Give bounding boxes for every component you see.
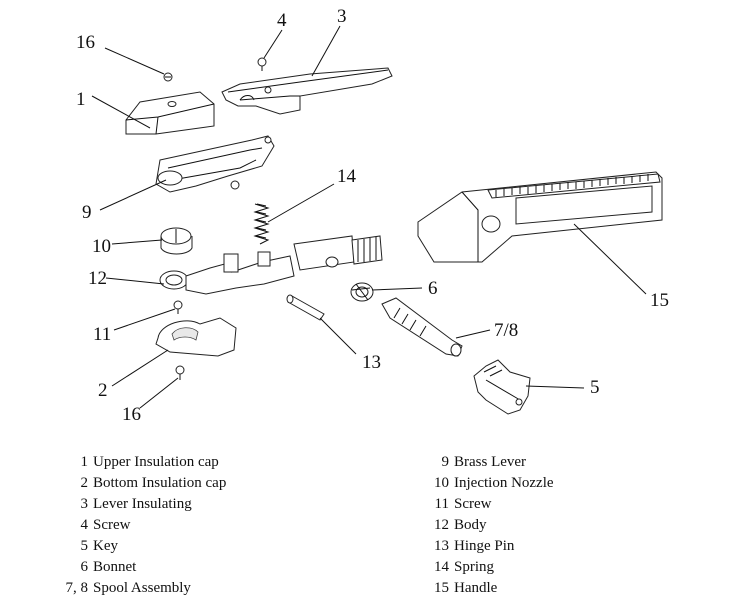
callout-5: 5 <box>590 377 600 398</box>
leader-14 <box>267 183 335 223</box>
part-16-top-screw <box>163 72 173 82</box>
callout-1: 1 <box>76 89 86 110</box>
legend-label: Bonnet <box>93 559 137 575</box>
callout-4: 4 <box>277 10 287 31</box>
leader-3 <box>311 25 341 77</box>
part-9-brass-lever <box>155 135 275 193</box>
legend-number: 12 <box>434 517 449 533</box>
part-15-handle <box>417 171 663 263</box>
part-3-lever-insulating <box>221 67 393 115</box>
legend-label: Key <box>93 538 118 554</box>
part-2-bottom-insulation-cap <box>155 317 237 357</box>
legend-label: Hinge Pin <box>454 538 515 554</box>
callout-11: 11 <box>93 324 111 345</box>
callout-7-8: 7/8 <box>494 320 518 341</box>
legend-number: 7, 8 <box>65 580 89 596</box>
callout-3: 3 <box>337 6 347 27</box>
part-16-bottom-screw <box>175 365 185 380</box>
leader-13 <box>319 317 357 355</box>
legend-item: 14 Spring <box>425 557 554 578</box>
legend-number: 11 <box>434 496 449 512</box>
legend-item: 11 Screw <box>425 494 554 515</box>
leader-5 <box>525 385 585 389</box>
callout-16-bottom: 16 <box>122 404 141 425</box>
leader-10 <box>111 239 163 245</box>
legend-label: Upper Insulation cap <box>93 454 219 470</box>
legend-number: 13 <box>434 538 449 554</box>
legend-number: 3 <box>80 496 89 512</box>
legend-number: 6 <box>80 559 89 575</box>
legend-number: 15 <box>434 580 449 596</box>
legend-label: Spring <box>454 559 495 575</box>
legend-label: Lever Insulating <box>93 496 192 512</box>
legend-item: 12 Body <box>425 515 554 536</box>
legend-label: Spool Assembly <box>93 580 191 596</box>
part-10-injection-nozzle <box>160 227 193 255</box>
callout-6: 6 <box>428 278 438 299</box>
legend-label: Bottom Insulation cap <box>93 475 227 491</box>
legend-number: 2 <box>80 475 89 491</box>
legend-number: 9 <box>441 454 450 470</box>
legend-label: Body <box>454 517 487 533</box>
part-14-spring <box>253 203 270 245</box>
legend-number: 10 <box>434 475 449 491</box>
legend-label: Screw <box>93 517 131 533</box>
leader-16-bottom <box>139 377 179 409</box>
part-7-8-spool-assembly <box>381 297 463 357</box>
legend-number: 4 <box>80 517 89 533</box>
callout-15: 15 <box>650 290 669 311</box>
part-5-key <box>473 359 531 415</box>
part-4-screw <box>257 57 267 71</box>
callout-10: 10 <box>92 236 111 257</box>
leader-4 <box>263 29 283 59</box>
callout-16-top: 16 <box>76 32 95 53</box>
part-13-hinge-pin <box>286 294 325 321</box>
callout-12: 12 <box>88 268 107 289</box>
legend-item: 15 Handle <box>425 578 554 599</box>
leader-16-top <box>104 47 165 75</box>
legend-label: Injection Nozzle <box>454 475 554 491</box>
part-6-bonnet <box>350 282 374 302</box>
leader-2 <box>111 349 169 387</box>
leader-9 <box>99 179 167 211</box>
callout-13: 13 <box>362 352 381 373</box>
legend-item: 10 Injection Nozzle <box>425 473 554 494</box>
exploded-parts-diagram: 16 4 3 1 9 14 10 12 11 2 16 13 6 7/8 5 1… <box>76 6 669 425</box>
leader-6 <box>371 287 423 291</box>
legend-label: Brass Lever <box>454 454 527 470</box>
part-12-body <box>159 235 383 295</box>
leader-15 <box>573 223 647 295</box>
leader-78 <box>455 329 491 339</box>
leader-12 <box>105 277 165 285</box>
legend-number: 14 <box>434 559 449 575</box>
callout-9: 9 <box>82 202 92 223</box>
legend-number: 5 <box>80 538 89 554</box>
legend-label: Screw <box>454 496 492 512</box>
leader-11 <box>113 308 176 331</box>
leader-1 <box>91 95 151 129</box>
part-11-screw <box>173 300 183 314</box>
part-1-upper-insulation-cap <box>125 91 215 135</box>
callout-14: 14 <box>337 166 357 187</box>
legend-label: Handle <box>454 580 498 596</box>
callout-2: 2 <box>98 380 108 401</box>
legend-item: 13 Hinge Pin <box>425 536 554 557</box>
legend-number: 1 <box>80 454 89 470</box>
